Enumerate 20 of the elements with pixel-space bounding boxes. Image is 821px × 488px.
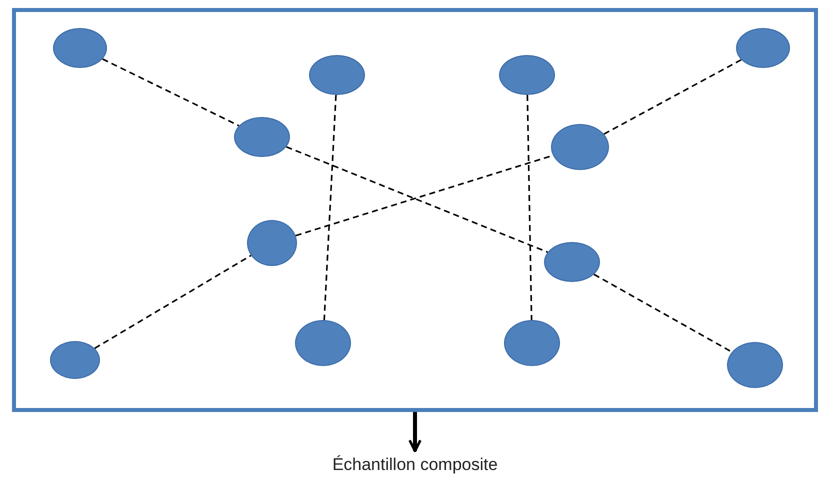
sample-point: [53, 28, 107, 68]
sample-point: [234, 117, 290, 157]
dashed-line: [102, 58, 240, 126]
sample-point: [544, 242, 600, 282]
dashed-line: [286, 146, 548, 253]
dashed-line: [604, 59, 742, 135]
sample-point: [499, 55, 555, 95]
sample-point: [247, 220, 297, 266]
dashed-line: [594, 274, 732, 353]
sample-point: [551, 124, 609, 170]
sample-point: [727, 342, 783, 388]
sample-point: [309, 55, 365, 95]
arrow: [408, 412, 422, 452]
dashed-line: [526, 94, 532, 320]
sample-point: [736, 28, 790, 68]
caption-text: Échantillon composite: [250, 455, 580, 481]
dashed-line: [94, 254, 252, 349]
dashed-line: [323, 94, 337, 320]
field-area: [12, 8, 818, 412]
sample-point: [50, 341, 100, 379]
